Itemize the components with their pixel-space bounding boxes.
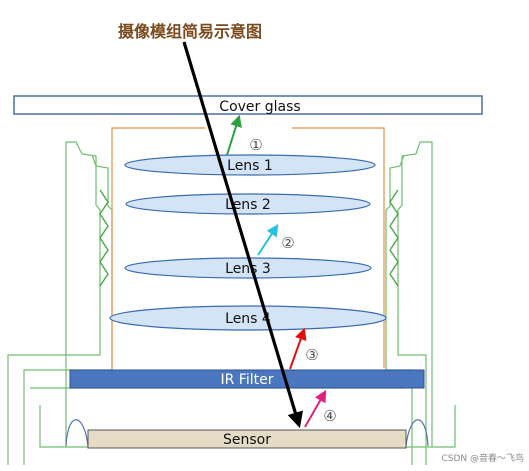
lens-holder-left (111, 127, 205, 368)
sensor (87, 429, 407, 449)
housing-right-outer (397, 141, 433, 465)
marker-4: ④ (323, 407, 336, 425)
housing-left-outer (7, 141, 101, 465)
lens-2-label: Lens 2 (225, 197, 271, 213)
watermark: CSDN @音春～飞鸟 (441, 452, 524, 464)
marker-2: ② (281, 234, 294, 252)
ir-filter (69, 369, 425, 389)
lens-3-label: Lens 3 (225, 261, 271, 277)
lens-1 (124, 154, 376, 176)
lens-2 (125, 193, 371, 215)
reflection-arrow-4 (304, 389, 327, 428)
incident-light-ray (182, 41, 303, 429)
lens-holder-right (292, 127, 385, 368)
reflection-arrow-2 (257, 223, 279, 256)
lens-4 (109, 305, 387, 331)
thread-right (389, 189, 399, 287)
marker-1: ① (249, 136, 262, 154)
cover-glass (13, 95, 483, 115)
ir-filter-label: IR Filter (221, 372, 274, 388)
bond-wire-right (405, 419, 429, 447)
housing-left-inner (23, 154, 113, 465)
lens-4-label: Lens 4 (225, 311, 271, 327)
reflection-arrow-3 (289, 327, 307, 370)
bond-wire-left (65, 419, 89, 447)
cover-glass-label: Cover glass (219, 99, 300, 115)
reflection-arrow-1 (226, 114, 242, 156)
thread-left (99, 189, 109, 287)
lens-1-label: Lens 1 (227, 158, 273, 174)
sensor-label: Sensor (223, 432, 271, 448)
diagram-title: 摄像模组简易示意图 (118, 22, 262, 41)
marker-3: ③ (305, 346, 318, 364)
